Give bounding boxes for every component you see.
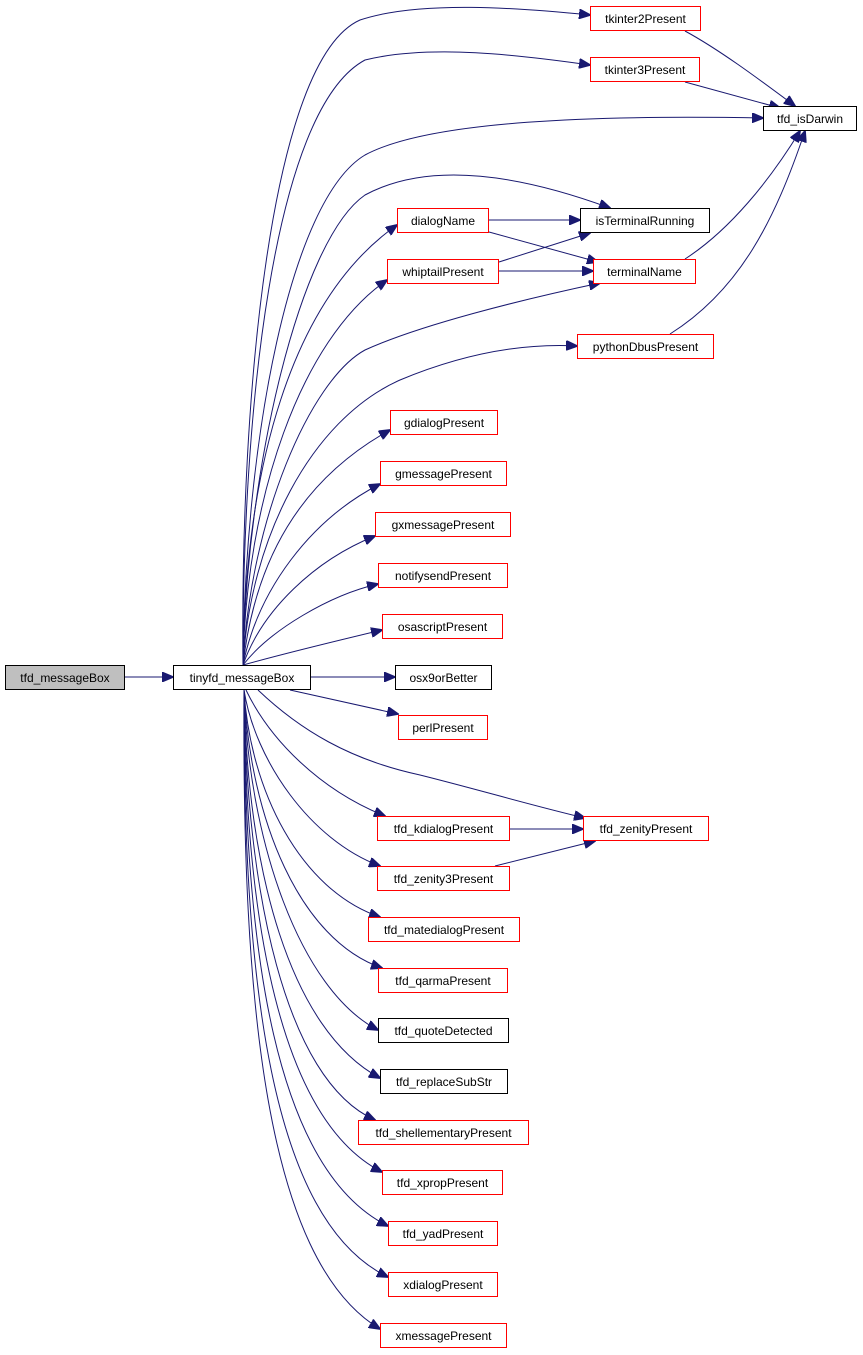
node-osx9orbetter[interactable]: osx9orBetter	[395, 665, 492, 690]
edge-tinyfd-messagebox-to-osascriptpresent	[242, 630, 382, 666]
edge-tinyfd-messagebox-to-xmessagepresent	[243, 689, 380, 1329]
node-whiptailpresent[interactable]: whiptailPresent	[387, 259, 499, 284]
node-xdialogpresent[interactable]: xdialogPresent	[388, 1272, 498, 1297]
edge-tinyfd-messagebox-to-dialogname	[242, 225, 397, 666]
edge-tinyfd-messagebox-to-xdialogpresent	[243, 689, 388, 1277]
node-tkinter2present[interactable]: tkinter2Present	[590, 6, 701, 31]
node-tfd-zenitypresent[interactable]: tfd_zenityPresent	[583, 816, 709, 841]
edge-tkinter3present-to-tfd-isdarwin	[684, 81, 780, 108]
node-tfd-matedialogpresent[interactable]: tfd_matedialogPresent	[368, 917, 520, 942]
edge-tinyfd-messagebox-to-tfd-quotedetected	[243, 689, 378, 1030]
node-dialogname[interactable]: dialogName	[397, 208, 489, 233]
node-gdialogpresent[interactable]: gdialogPresent	[390, 410, 498, 435]
node-osascriptpresent[interactable]: osascriptPresent	[382, 614, 503, 639]
node-gxmessagepresent[interactable]: gxmessagePresent	[375, 512, 511, 537]
edge-tinyfd-messagebox-to-tfd-kdialogpresent	[245, 689, 385, 816]
edge-tinyfd-messagebox-to-tfd-matedialogpresent	[243, 689, 380, 917]
edge-pythondbuspresent-to-tfd-isdarwin	[669, 131, 805, 335]
node-tfd-shellementarypresent[interactable]: tfd_shellementaryPresent	[358, 1120, 529, 1145]
edge-tinyfd-messagebox-to-tfd-zenitypresent	[257, 689, 585, 818]
node-gmessagepresent[interactable]: gmessagePresent	[380, 461, 507, 486]
edge-tinyfd-messagebox-to-gxmessagepresent	[242, 536, 375, 666]
edge-dialogname-to-terminalname	[488, 231, 598, 262]
node-xmessagepresent[interactable]: xmessagePresent	[380, 1323, 507, 1348]
edge-tfd-zenity3present-to-tfd-zenitypresent	[494, 841, 595, 867]
edge-tkinter2present-to-tfd-isdarwin	[684, 30, 795, 106]
edge-tinyfd-messagebox-to-tfd-isdarwin	[242, 117, 763, 666]
edge-whiptailpresent-to-isterminalrunning	[498, 233, 590, 263]
node-tfd-yadpresent[interactable]: tfd_yadPresent	[388, 1221, 498, 1246]
edge-tinyfd-messagebox-to-tfd-zenity3present	[243, 689, 380, 866]
node-tfd-replacesubstr[interactable]: tfd_replaceSubStr	[380, 1069, 508, 1094]
edge-tinyfd-messagebox-to-tfd-shellementarypresent	[243, 689, 375, 1120]
edge-tinyfd-messagebox-to-tfd-qarmapresent	[243, 689, 382, 968]
edge-tinyfd-messagebox-to-notifysendpresent	[242, 584, 378, 666]
edge-tinyfd-messagebox-to-tkinter2present	[242, 6, 590, 666]
node-tfd-kdialogpresent[interactable]: tfd_kdialogPresent	[377, 816, 510, 841]
node-tfd-isdarwin[interactable]: tfd_isDarwin	[763, 106, 857, 131]
node-terminalname[interactable]: terminalName	[593, 259, 696, 284]
edge-tinyfd-messagebox-to-tkinter3present	[242, 51, 590, 666]
node-tfd-zenity3present[interactable]: tfd_zenity3Present	[377, 866, 510, 891]
edge-tinyfd-messagebox-to-terminalname	[242, 283, 600, 666]
edge-tinyfd-messagebox-to-gmessagepresent	[242, 484, 380, 666]
node-tfd-messagebox: tfd_messageBox	[5, 665, 125, 690]
node-notifysendpresent[interactable]: notifysendPresent	[378, 563, 508, 588]
node-tfd-xproppresent[interactable]: tfd_xpropPresent	[382, 1170, 503, 1195]
edge-tinyfd-messagebox-to-pythondbuspresent	[242, 346, 577, 666]
edge-tinyfd-messagebox-to-tfd-replacesubstr	[243, 689, 380, 1078]
node-isterminalrunning[interactable]: isTerminalRunning	[580, 208, 710, 233]
edge-tinyfd-messagebox-to-gdialogpresent	[242, 430, 390, 666]
node-tkinter3present[interactable]: tkinter3Present	[590, 57, 700, 82]
node-tinyfd-messagebox[interactable]: tinyfd_messageBox	[173, 665, 311, 690]
edge-terminalname-to-tfd-isdarwin	[684, 131, 800, 260]
node-pythondbuspresent[interactable]: pythonDbusPresent	[577, 334, 714, 359]
edge-tinyfd-messagebox-to-whiptailpresent	[242, 280, 387, 666]
node-perlpresent[interactable]: perlPresent	[398, 715, 488, 740]
node-tfd-quotedetected[interactable]: tfd_quoteDetected	[378, 1018, 509, 1043]
edge-tinyfd-messagebox-to-perlpresent	[289, 689, 398, 714]
edge-tinyfd-messagebox-to-tfd-xproppresent	[243, 689, 382, 1172]
node-tfd-qarmapresent[interactable]: tfd_qarmaPresent	[378, 968, 508, 993]
edge-tinyfd-messagebox-to-tfd-yadpresent	[243, 689, 388, 1226]
